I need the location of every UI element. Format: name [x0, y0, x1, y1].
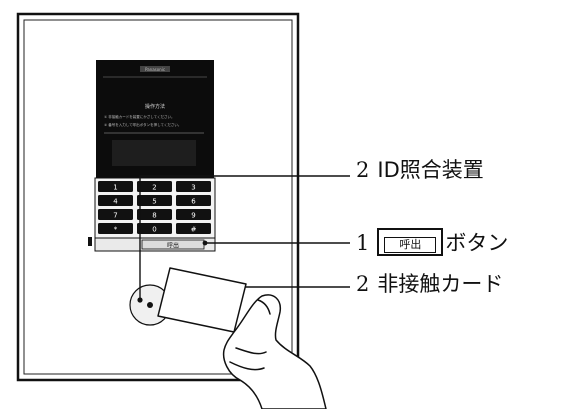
keypad-key-7[interactable]: [98, 209, 133, 220]
keypad-key-3[interactable]: [176, 181, 211, 192]
callout-id-reader: 2 ID照合装置: [356, 160, 484, 181]
keypad-key-label: 8: [152, 212, 156, 220]
keypad-key-label: 6: [191, 198, 196, 206]
keypad-key-5[interactable]: [137, 195, 172, 206]
call-button-icon: 呼出: [377, 228, 444, 256]
screen-line-1: ① 非接触カードを装置にかざしてください。: [104, 114, 175, 119]
keypad-key-6[interactable]: [176, 195, 211, 206]
keypad-key-label: 9: [191, 212, 195, 220]
leader-dot-id-reader: [137, 297, 143, 303]
keypad-key-label: 1: [113, 184, 117, 192]
callout-call-button: 1 呼出ボタン: [356, 228, 509, 258]
call-button-icon-label: 呼出: [384, 237, 437, 253]
keypad-key-2[interactable]: [137, 181, 172, 192]
hand-illustration: [222, 294, 327, 409]
keypad-keys: 1 2 3 4 5 6 7 8 9 * 0 #: [98, 181, 211, 234]
keypad-key-1[interactable]: [98, 181, 133, 192]
screen-line-2: ② 番号を入力して呼出ボタンを押してください。: [104, 122, 181, 127]
keypad-key-0[interactable]: [137, 223, 172, 234]
leader-dot-call-button: [202, 240, 208, 246]
callout-text: ボタン: [445, 231, 509, 255]
keypad-key-#[interactable]: [176, 223, 211, 234]
keypad-key-4[interactable]: [98, 195, 133, 206]
keypad-key-label: 7: [113, 212, 117, 220]
keypad-key-label: 5: [152, 198, 156, 206]
keypad-key-label: *: [114, 226, 118, 234]
callout-number: 2: [356, 158, 370, 182]
keypad-key-label: #: [191, 226, 197, 234]
keypad-key-label: 4: [113, 198, 118, 206]
callout-text: ID照合装置: [377, 158, 484, 182]
call-bar: 呼出: [88, 237, 216, 252]
leader-line-id-reader: [139, 175, 350, 300]
keypad-key-label: 3: [191, 184, 195, 192]
keypad-key-8[interactable]: [137, 209, 172, 220]
callout-text: 非接触カード: [377, 272, 504, 296]
call-button-label: 呼出: [167, 242, 179, 250]
keypad-key-label: 2: [152, 184, 156, 192]
callout-number: 1: [356, 231, 370, 255]
keypad-key-9[interactable]: [176, 209, 211, 220]
display-screen: Panasonic 操作方法 ① 非接触カードを装置にかざしてください。 ② 番…: [96, 60, 214, 178]
screen-header: Panasonic: [145, 67, 165, 72]
keypad-key-label: 0: [152, 226, 156, 234]
keypad-key-*[interactable]: [98, 223, 133, 234]
keypad: 1 2 3 4 5 6 7 8 9 * 0 #: [94, 177, 216, 239]
callout-contactless-card: 2 非接触カード: [356, 274, 503, 295]
screen-title: 操作方法: [145, 103, 165, 110]
callout-number: 2: [356, 272, 370, 296]
